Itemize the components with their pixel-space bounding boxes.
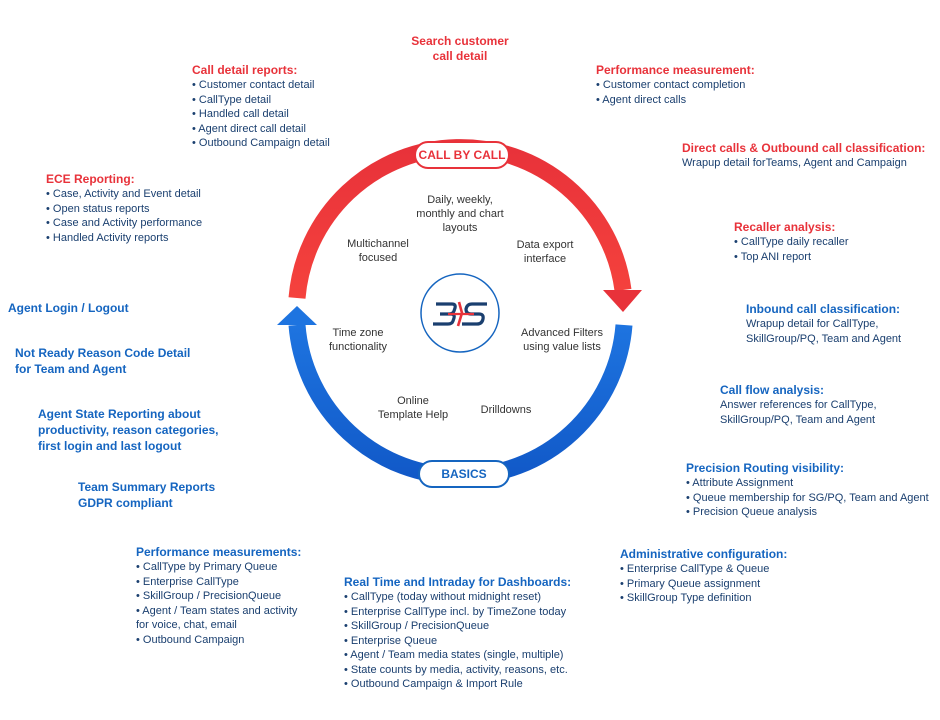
list-item: • Top ANI report bbox=[734, 250, 812, 263]
inner-item-template-help: Online Template Help bbox=[377, 395, 449, 421]
list-item: • Handled Activity reports bbox=[46, 231, 169, 244]
ece-reporting-block: ECE Reporting: • Case, Activity and Even… bbox=[46, 172, 203, 244]
list-item: SkillGroup/PQ, Team and Agent bbox=[746, 332, 902, 345]
list-item: • Customer contact completion bbox=[596, 79, 746, 91]
call-detail-reports-block: Call detail reports: • Customer contact … bbox=[192, 63, 330, 149]
list-item: • Enterprise Queue bbox=[344, 634, 438, 647]
inner-item-timezone: Time zone functionality bbox=[328, 327, 388, 353]
team-summary-block: Team Summary Reports GDPR compliant bbox=[78, 480, 216, 510]
list-item: • CallType daily recaller bbox=[734, 236, 849, 248]
call-flow-analysis-block: Call flow analysis: Answer references fo… bbox=[720, 383, 877, 426]
list-item: Answer references for CallType, bbox=[720, 399, 877, 411]
logo-icon bbox=[433, 301, 487, 327]
list-item: • Enterprise CallType bbox=[136, 575, 239, 588]
list-item: • Queue membership for SG/PQ, Team and A… bbox=[686, 491, 929, 504]
list-item: • SkillGroup / PrecisionQueue bbox=[136, 590, 282, 602]
list-item: • Agent / Team media states (single, mul… bbox=[344, 649, 564, 661]
recaller-analysis-block: Recaller analysis: • CallType daily reca… bbox=[734, 220, 849, 263]
list-item: SkillGroup/PQ, Team and Agent bbox=[720, 413, 876, 426]
list-item: Wrapup detail for CallType, bbox=[746, 318, 879, 330]
inner-item-drilldowns: Drilldowns bbox=[480, 404, 532, 416]
top-arrow-head bbox=[603, 290, 642, 312]
administrative-configuration-block: Administrative configuration: • Enterpri… bbox=[620, 547, 788, 604]
performance-measurements-block: Performance measurements: • CallType by … bbox=[136, 545, 302, 646]
list-item: • Attribute Assignment bbox=[686, 477, 794, 489]
inner-item-multichannel: Multichannel focused bbox=[347, 238, 409, 264]
list-item: • Enterprise CallType & Queue bbox=[620, 563, 770, 575]
list-item: • SkillGroup Type definition bbox=[620, 592, 752, 604]
list-item: • CallType by Primary Queue bbox=[136, 561, 278, 573]
list-item: • Case and Activity performance bbox=[46, 217, 203, 229]
list-item: • Agent direct calls bbox=[596, 93, 687, 106]
inner-item-layouts: Daily, weekly, monthly and chart layouts bbox=[416, 194, 504, 234]
list-item: • State counts by media, activity, reaso… bbox=[344, 663, 568, 676]
list-item: Wrapup detail forTeams, Agent and Campai… bbox=[682, 157, 907, 169]
list-item: • Open status reports bbox=[46, 202, 150, 215]
list-item: • Outbound Campaign & Import Rule bbox=[344, 678, 523, 690]
list-item: • Outbound Campaign detail bbox=[192, 137, 330, 149]
search-customer-block: Search customer call detail bbox=[411, 34, 509, 63]
precision-routing-block: Precision Routing visibility: • Attribut… bbox=[686, 461, 929, 518]
agent-login-label: Agent Login / Logout bbox=[8, 301, 129, 315]
realtime-dashboards-block: Real Time and Intraday for Dashboards: •… bbox=[344, 575, 572, 690]
list-item: • Agent direct call detail bbox=[192, 122, 306, 135]
list-item: • Precision Queue analysis bbox=[686, 506, 818, 518]
list-item: • SkillGroup / PrecisionQueue bbox=[344, 620, 490, 632]
list-item: • Primary Queue assignment bbox=[620, 577, 761, 590]
list-item: • CallType (today without midnight reset… bbox=[344, 591, 542, 603]
list-item: • CallType detail bbox=[192, 93, 272, 106]
basics-badge: BASICS bbox=[418, 460, 510, 488]
list-item: • Customer contact detail bbox=[192, 79, 315, 91]
inner-item-filters: Advanced Filters using value lists bbox=[521, 327, 603, 353]
list-item: for voice, chat, email bbox=[136, 619, 237, 631]
not-ready-reason-block: Not Ready Reason Code Detail for Team an… bbox=[15, 346, 191, 376]
inner-item-data-export: Data export interface bbox=[516, 239, 574, 265]
list-item: • Case, Activity and Event detail bbox=[46, 188, 201, 200]
bottom-arrow-head bbox=[277, 306, 317, 325]
agent-state-reporting-block: Agent State Reporting about productivity… bbox=[38, 407, 219, 453]
list-item: • Enterprise CallType incl. by TimeZone … bbox=[344, 605, 567, 618]
call-by-call-badge: CALL BY CALL bbox=[414, 141, 510, 169]
inbound-classification-block: Inbound call classification: Wrapup deta… bbox=[746, 302, 902, 345]
direct-calls-block: Direct calls & Outbound call classificat… bbox=[682, 141, 926, 169]
performance-measurement-block: Performance measurement: • Customer cont… bbox=[596, 63, 755, 106]
list-item: • Outbound Campaign bbox=[136, 633, 245, 646]
list-item: • Handled call detail bbox=[192, 108, 289, 120]
list-item: • Agent / Team states and activity bbox=[136, 604, 298, 617]
